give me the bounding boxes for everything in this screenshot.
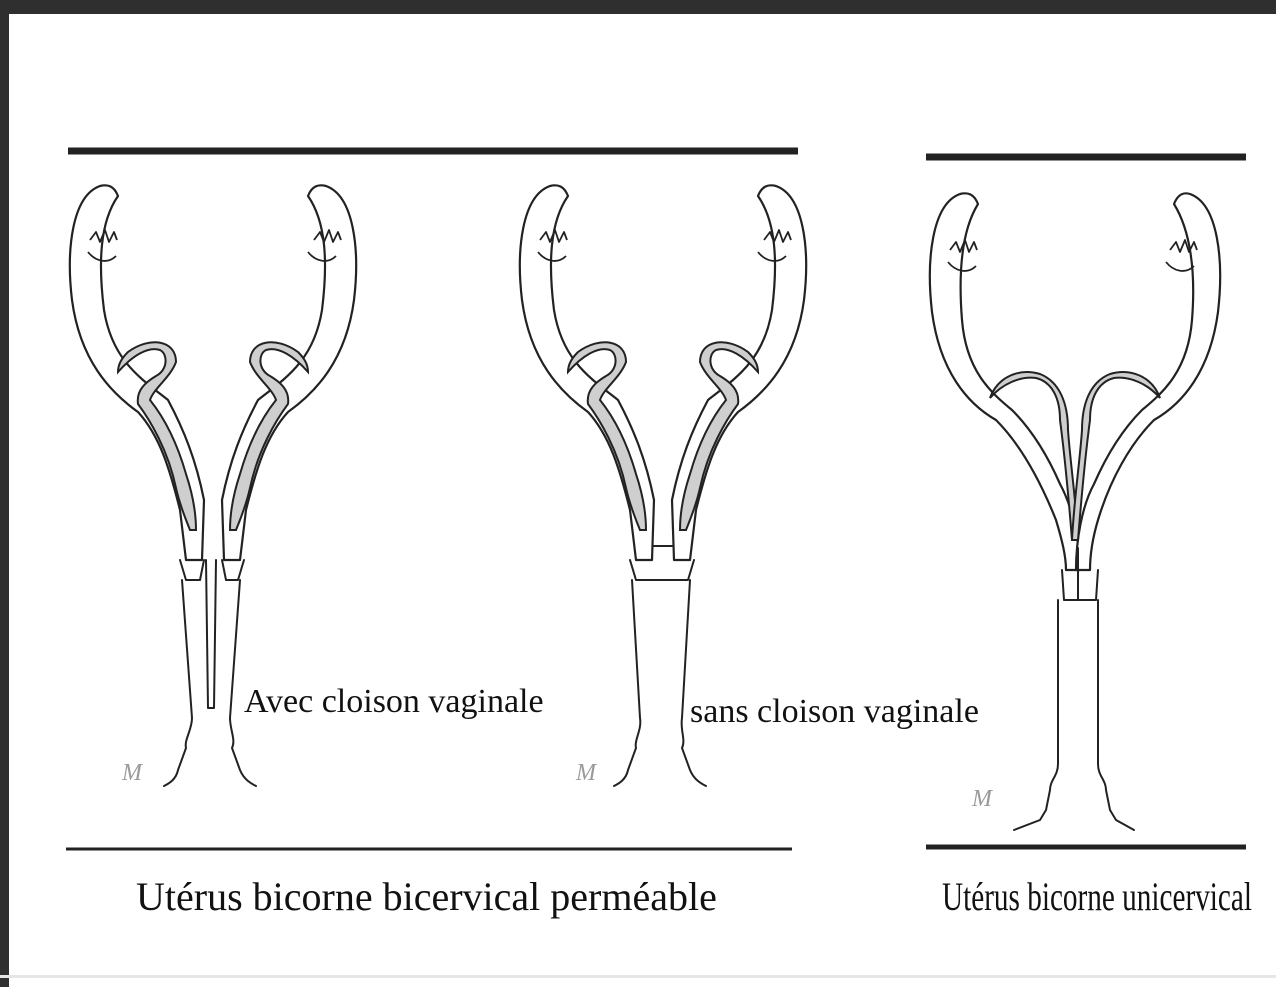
vagina-wall (1014, 600, 1134, 830)
without-septum-label: sans cloison vaginale (690, 693, 979, 730)
bicervical-caption: Utérus bicorne bicervical perméable (136, 874, 717, 919)
bottom-frame-border (0, 975, 1276, 978)
top-frame-border (0, 0, 1276, 14)
uterus-bicornuate-unicervical: M (930, 193, 1220, 830)
vaginal-septum (206, 560, 216, 708)
faint-mark: M (971, 786, 994, 812)
left-cervix (180, 560, 204, 580)
faint-mark: M (575, 760, 598, 786)
with-septum-label: Avec cloison vaginale (244, 683, 544, 720)
vagina-wall (164, 580, 256, 786)
vagina-wall (614, 580, 706, 786)
unicervical-caption: Utérus bicorne unicervical (942, 874, 1252, 919)
faint-mark: M (121, 760, 144, 786)
right-cervix (222, 560, 244, 580)
left-frame-border (0, 0, 9, 987)
